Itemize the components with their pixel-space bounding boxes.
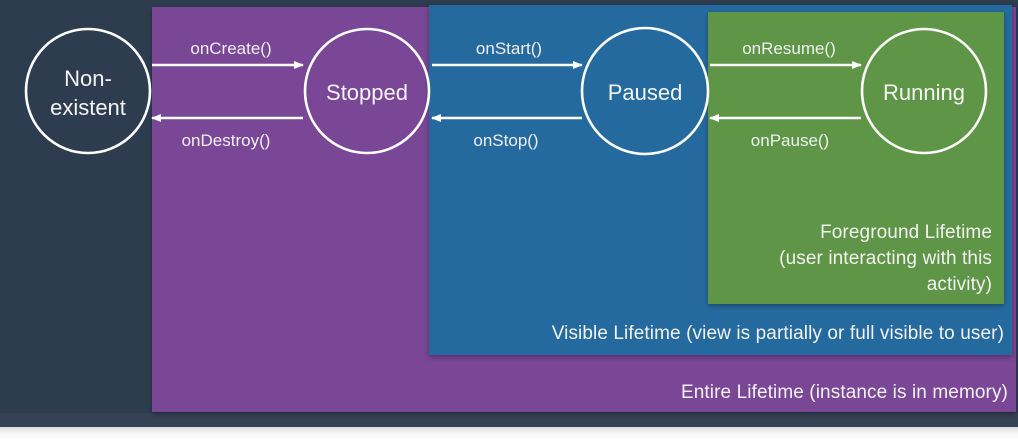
state-node-running: Running [860,27,988,155]
state-circle-non-existent [24,27,152,155]
edges-group [151,61,862,122]
state-label-stopped: Stopped [326,80,408,105]
band-foreground-lifetime-label: Foreground Lifetime (user interacting wi… [779,222,992,295]
state-node-stopped: Stopped [303,27,431,155]
state-circle-running [860,27,988,155]
edge-label-ondestroy: onDestroy() [182,131,271,150]
edge-labels-group: onCreate() onDestroy() onStart() onStop(… [182,39,836,150]
edge-label-onresume: onResume() [742,39,836,58]
band-entire-lifetime-label: Entire Lifetime (instance is in memory) [680,382,1008,403]
band-foreground-lifetime: Foreground Lifetime (user interacting wi… [708,12,1004,304]
edge-label-oncreate: onCreate() [190,39,271,58]
slide-bottom-edge [0,427,1018,440]
state-circle-stopped [303,27,431,155]
band-visible-lifetime-label: Visible Lifetime (view is partially or f… [551,323,1004,344]
edge-label-onstart: onStart() [476,39,542,58]
state-label-non-existent-line1: Non- [64,66,112,91]
state-label-paused: Paused [608,80,683,105]
state-node-paused: Paused [580,26,710,156]
state-node-non-existent: Non- existent [24,27,152,155]
nodes-group: Non- existent Stopped Paused Running [24,26,988,156]
edge-label-onstop: onStop() [473,131,538,150]
state-label-non-existent-line2: existent [50,95,126,120]
edge-label-onpause: onPause() [751,131,829,150]
state-circle-paused [580,26,710,156]
state-label-running: Running [883,80,965,105]
